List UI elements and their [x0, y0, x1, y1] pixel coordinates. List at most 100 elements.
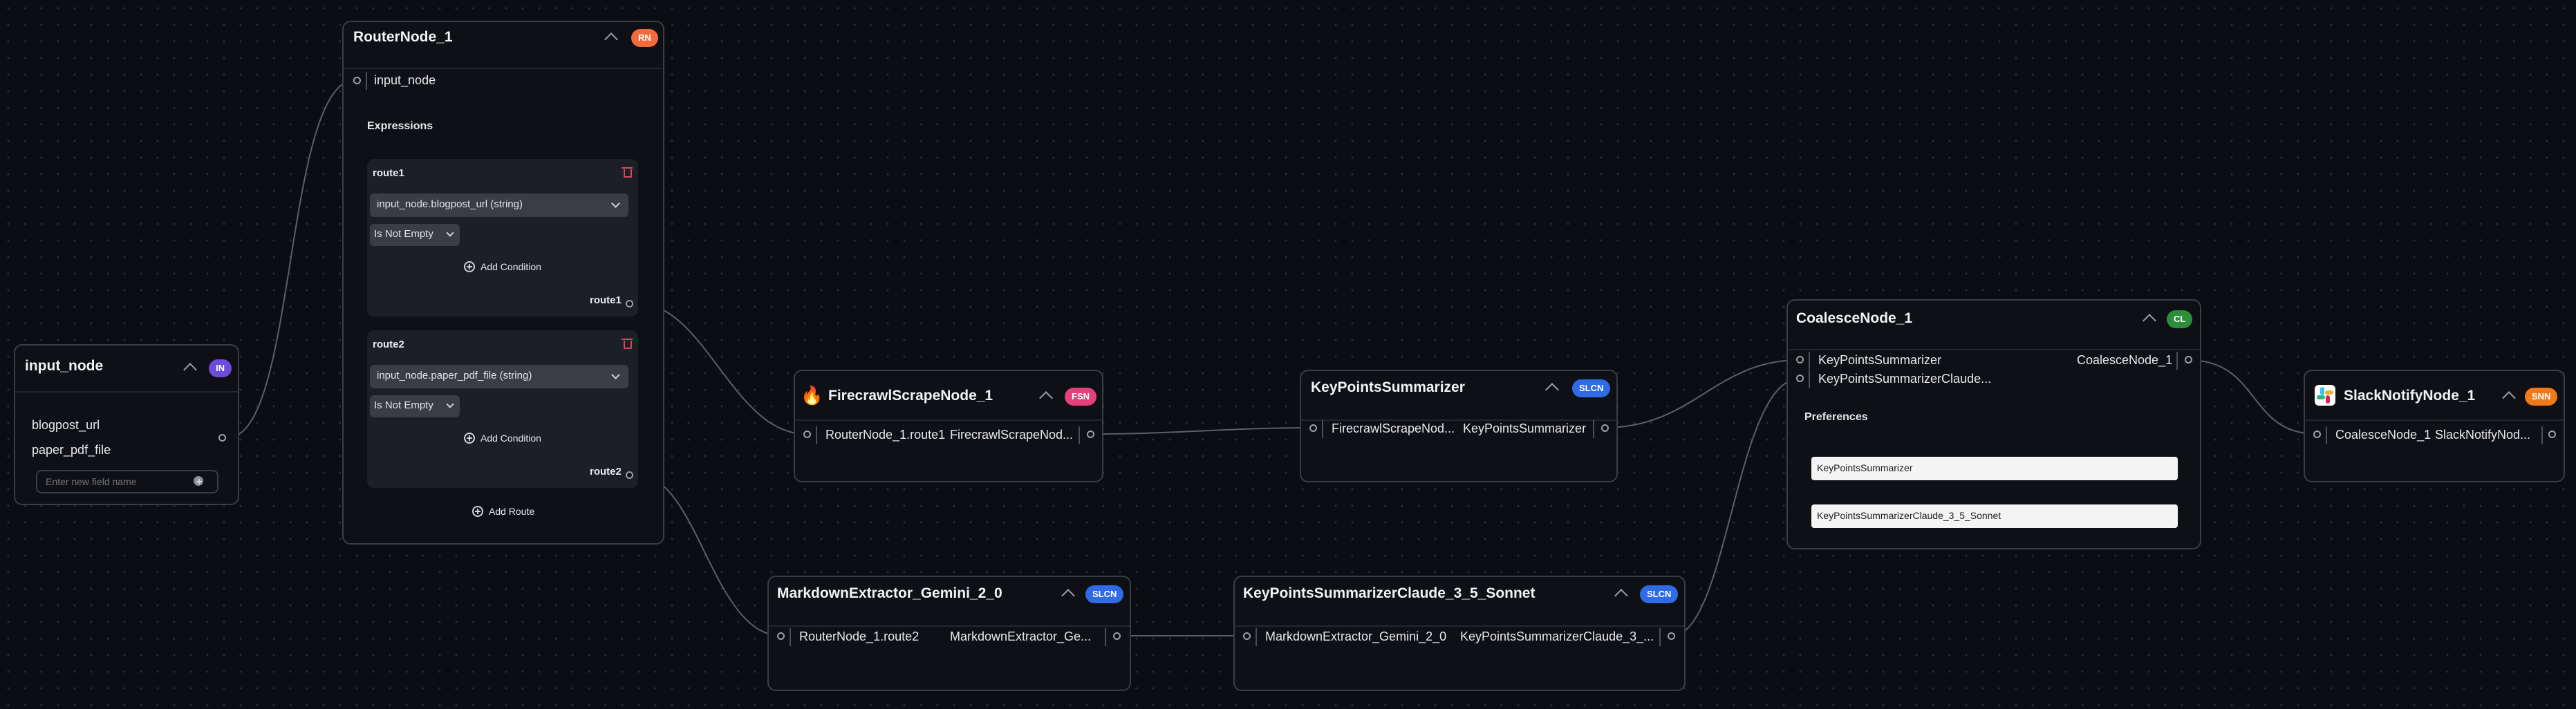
- condition-field-select[interactable]: input_node.paper_pdf_file (string): [370, 365, 628, 388]
- preference-item[interactable]: KeyPointsSummarizerClaude_3_5_Sonnet: [1811, 504, 2178, 528]
- condition-operator-select[interactable]: Is Not Empty: [370, 224, 460, 246]
- firecrawl-node-card[interactable]: 🔥 FirecrawlScrapeNode_1 FSN RouterNode_1…: [794, 370, 1103, 482]
- route2-output-port[interactable]: [626, 471, 633, 479]
- delete-route-icon[interactable]: [622, 339, 633, 349]
- add-condition-icon[interactable]: [464, 261, 475, 272]
- input-port[interactable]: [2313, 431, 2321, 438]
- port-separator: [1659, 628, 1661, 646]
- output-label: FirecrawlScrapeNod...: [950, 428, 1074, 442]
- port-separator: [2326, 426, 2327, 444]
- output-label: KeyPointsSummarizerClaude_3_...: [1460, 630, 1654, 643]
- select-value: input_node.blogpost_url (string): [377, 198, 523, 210]
- condition-field-select[interactable]: input_node.blogpost_url (string): [370, 193, 628, 217]
- output-port[interactable]: [218, 434, 226, 442]
- output-port[interactable]: [2548, 431, 2556, 438]
- node-type-badge: SLCN: [1572, 379, 1611, 397]
- router-node-card[interactable]: RouterNode_1 RN input_node Expressions r…: [342, 21, 664, 545]
- port-separator: [1809, 370, 1810, 388]
- node-title: FirecrawlScrapeNode_1: [828, 388, 993, 404]
- slack-notify-node-card[interactable]: SlackNotifyNode_1 SNN CoalesceNode_1 Sla…: [2304, 370, 2565, 482]
- input-port[interactable]: [1243, 632, 1251, 640]
- add-route-icon[interactable]: [472, 506, 483, 517]
- add-condition-icon[interactable]: [464, 433, 475, 444]
- node-type-badge: CL: [2167, 310, 2193, 328]
- add-route-button[interactable]: Add Route: [489, 506, 535, 517]
- add-field-icon[interactable]: [194, 476, 203, 486]
- chevron-down-icon: [611, 370, 620, 379]
- select-value: input_node.paper_pdf_file (string): [377, 370, 532, 381]
- input-label: KeyPointsSummarizer: [1818, 353, 1942, 367]
- node-header: SlackNotifyNode_1 SNN: [2305, 371, 2564, 421]
- input-port[interactable]: [1309, 424, 1317, 432]
- keypoints-claude-node-card[interactable]: KeyPointsSummarizerClaude_3_5_Sonnet SLC…: [1233, 576, 1686, 691]
- route1-output-port[interactable]: [626, 300, 633, 308]
- add-condition-button[interactable]: Add Condition: [480, 433, 541, 444]
- output-label: KeyPointsSummarizer: [1463, 422, 1587, 435]
- node-type-badge: RN: [631, 29, 658, 47]
- node-header: RouterNode_1 RN: [344, 22, 663, 69]
- port-separator: [2541, 426, 2543, 444]
- port-separator: [1593, 420, 1594, 438]
- preference-item[interactable]: KeyPointsSummarizer: [1811, 457, 2178, 480]
- coalesce-node-card[interactable]: CoalesceNode_1 CL KeyPointsSummarizer Ke…: [1786, 299, 2201, 549]
- port-separator: [1809, 352, 1810, 370]
- output-label: MarkdownExtractor_Ge...: [950, 630, 1092, 643]
- fire-icon: 🔥: [801, 385, 823, 406]
- select-value: Is Not Empty: [374, 228, 433, 240]
- output-port[interactable]: [1668, 632, 1675, 640]
- select-value: Is Not Empty: [374, 399, 433, 411]
- collapse-chevron-icon[interactable]: [1614, 589, 1628, 603]
- input-port-keypoints[interactable]: [1796, 356, 1804, 363]
- collapse-chevron-icon[interactable]: [1039, 391, 1053, 405]
- input-port-claude[interactable]: [1796, 375, 1804, 382]
- output-port[interactable]: [1601, 424, 1609, 432]
- route-name: route1: [373, 167, 404, 179]
- node-header: 🔥 FirecrawlScrapeNode_1 FSN: [795, 371, 1102, 421]
- collapse-chevron-icon[interactable]: [2143, 314, 2156, 328]
- edge-input-to-router: [227, 79, 357, 438]
- port-separator: [790, 628, 791, 646]
- node-type-badge: IN: [209, 359, 232, 377]
- collapse-chevron-icon[interactable]: [1061, 589, 1075, 603]
- collapse-chevron-icon[interactable]: [1545, 383, 1559, 397]
- delete-route-icon[interactable]: [622, 167, 633, 178]
- condition-operator-select[interactable]: Is Not Empty: [370, 395, 460, 417]
- output-port[interactable]: [1087, 431, 1094, 438]
- node-type-badge: SLCN: [1640, 585, 1679, 603]
- chevron-down-icon: [446, 229, 454, 237]
- port-separator: [1105, 628, 1106, 646]
- input-port[interactable]: [777, 632, 785, 640]
- chevron-down-icon: [611, 199, 620, 208]
- collapse-chevron-icon[interactable]: [183, 363, 197, 377]
- route-name: route2: [373, 339, 404, 350]
- output-port[interactable]: [1113, 632, 1121, 640]
- node-header: MarkdownExtractor_Gemini_2_0 SLCN: [769, 577, 1130, 627]
- node-header: CoalesceNode_1 CL: [1788, 301, 2200, 350]
- route-output-label: route1: [590, 294, 622, 306]
- node-title: KeyPointsSummarizerClaude_3_5_Sonnet: [1243, 585, 1536, 601]
- input-label: RouterNode_1.route2: [799, 630, 920, 643]
- route-output-label: route2: [590, 466, 622, 478]
- collapse-chevron-icon[interactable]: [604, 32, 618, 46]
- node-title: SlackNotifyNode_1: [2344, 388, 2476, 404]
- input-port[interactable]: [803, 431, 811, 438]
- port-separator: [1079, 426, 1080, 444]
- edge-coalesce-to-slack: [2187, 359, 2317, 435]
- route-card-route1: route1 input_node.blogpost_url (string) …: [367, 159, 638, 316]
- port-separator: [366, 72, 367, 90]
- new-field-input[interactable]: [36, 470, 218, 493]
- input-node-card[interactable]: input_node IN blogpost_url paper_pdf_fil…: [14, 344, 239, 505]
- markdown-extractor-node-card[interactable]: MarkdownExtractor_Gemini_2_0 SLCN Router…: [767, 576, 1131, 691]
- port-separator: [1256, 628, 1257, 646]
- keypoints-node-card[interactable]: KeyPointsSummarizer SLCN FirecrawlScrape…: [1300, 370, 1618, 482]
- output-port[interactable]: [2185, 356, 2192, 363]
- collapse-chevron-icon[interactable]: [2502, 391, 2516, 405]
- input-port[interactable]: [353, 77, 361, 84]
- edge-keypoints-to-coalesce: [1603, 359, 1800, 428]
- input-label: CoalesceNode_1: [2335, 428, 2432, 442]
- port-separator: [1322, 420, 1323, 438]
- preferences-label: Preferences: [1804, 411, 1868, 423]
- add-condition-button[interactable]: Add Condition: [480, 261, 541, 272]
- node-type-badge: FSN: [1065, 388, 1096, 406]
- input-label: RouterNode_1.route1: [825, 428, 946, 442]
